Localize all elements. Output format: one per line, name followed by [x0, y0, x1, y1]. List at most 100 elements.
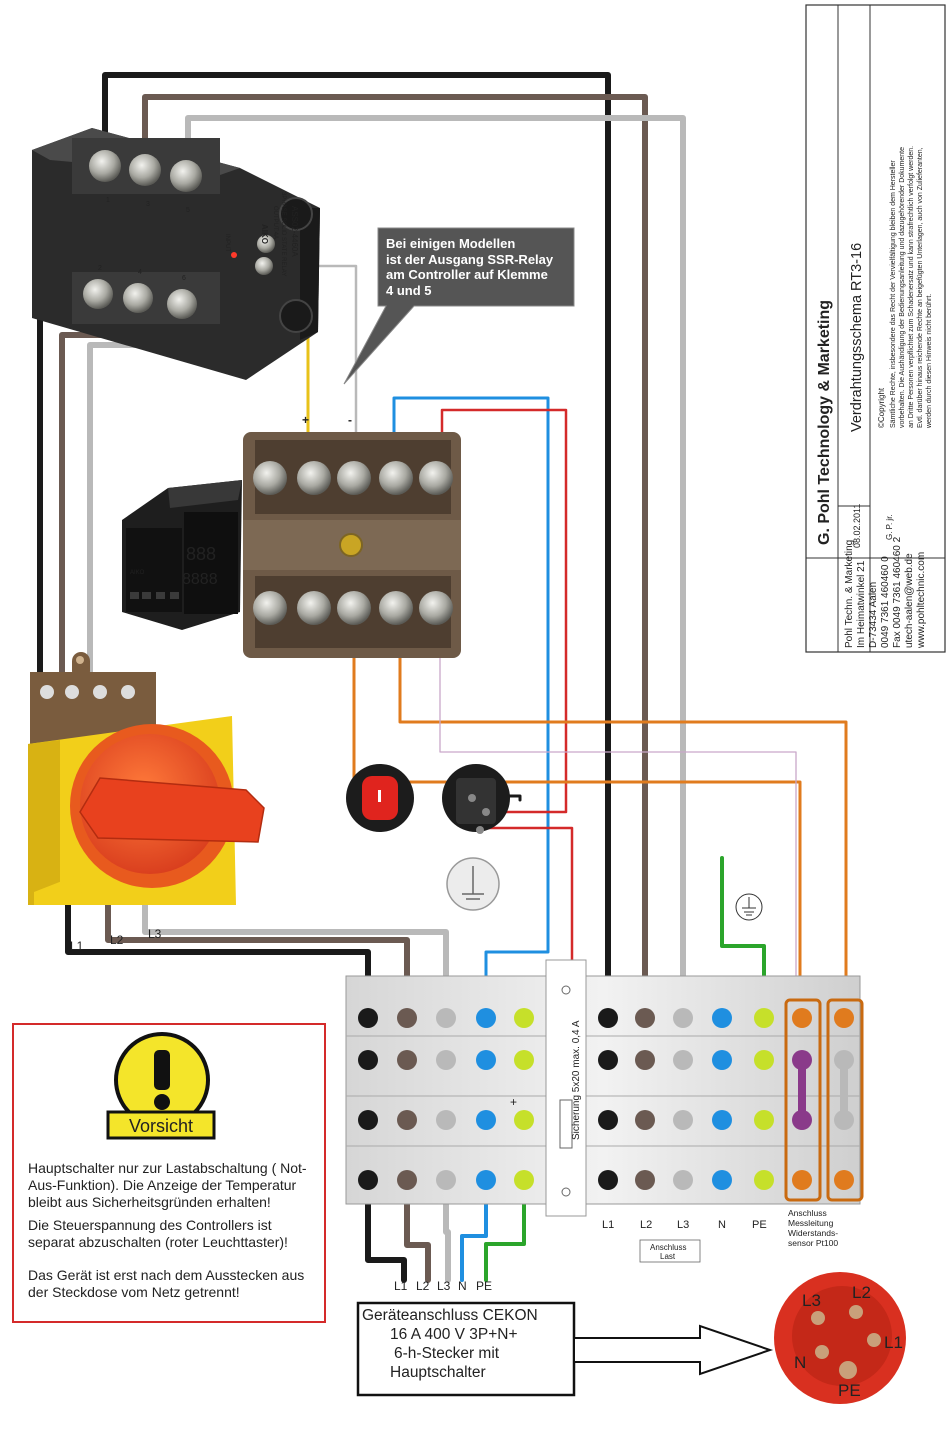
- drawing-title: Verdrahtungsschema RT3-16: [849, 243, 865, 432]
- control-switches: [346, 764, 763, 921]
- address-line: www.pohltechnic.com: [916, 552, 927, 649]
- plug-pe: PE: [838, 1381, 861, 1400]
- callout-text: Bei einigen Modellen ist der Ausgang SSR…: [386, 236, 576, 298]
- terminal-bottom-labels: L1 L2 L3 N PE Anschluss Last Anschluss M…: [394, 1208, 838, 1293]
- wire-orange-sensor-1: [352, 598, 802, 1002]
- controller-minus: -: [348, 413, 352, 427]
- switch-screw: [93, 685, 107, 699]
- device-connection-line: 6-h-Stecker mit: [394, 1345, 500, 1362]
- supply-label-l1: L1: [394, 1279, 408, 1293]
- plug-pin: [839, 1361, 857, 1379]
- title-block: G. Pohl Technology & Marketing Verdrahtu…: [805, 4, 946, 653]
- ssr-terminal-4: 4: [138, 269, 142, 276]
- switch-screw: [40, 685, 54, 699]
- copyright-line: werden durch diesen Hinweis nicht berühr…: [926, 294, 933, 429]
- socket-screw: [253, 461, 453, 625]
- ssr-terminal-1: 1: [106, 197, 110, 204]
- address-line: utech-aalen@web.de: [904, 553, 915, 648]
- cee-plug: L3 L2 L1 N PE: [774, 1272, 906, 1404]
- supply-label-n: N: [458, 1279, 467, 1293]
- device-connection-line: Hauptschalter: [390, 1364, 486, 1381]
- load-caption-1: Anschluss: [650, 1243, 686, 1252]
- callout-line: 4 und 5: [386, 282, 432, 298]
- plug-l3: L3: [802, 1291, 821, 1310]
- drawing-author: G. P. jr.: [885, 514, 894, 540]
- sensor-caption-2: Messleitung: [788, 1218, 834, 1228]
- plug-pin: [867, 1333, 881, 1347]
- switch-label-l2: L2: [110, 933, 124, 947]
- socket-center-screw: [339, 533, 363, 557]
- load-label-pe: PE: [752, 1219, 767, 1231]
- terminal-strip: Sicherung 5x20 max. 0,4 A + L1 L2 L3 N P…: [345, 959, 864, 1293]
- ssr-terminal-5: 5: [186, 207, 190, 214]
- wire-green-pe-ground: [720, 856, 766, 1002]
- copyright-line: Sämtliche Rechte, insbesondere das Recht…: [890, 160, 897, 428]
- address-block: Pohl Techn. & Marketing Im Heimatwinkel …: [844, 536, 927, 649]
- temperature-controller: 888 8888 AIKO: [122, 480, 242, 630]
- wire-red-switch-fuse: [480, 826, 574, 992]
- plug-l1: L1: [884, 1333, 903, 1352]
- fuse-plus: +: [510, 1095, 517, 1109]
- wire-purple-sensor: [439, 599, 797, 1006]
- company-name: G. Pohl Technology & Marketing: [816, 300, 833, 545]
- switch-label-l1: L1: [70, 939, 84, 953]
- address-line: Fax 0049 7361 460460 2: [892, 536, 903, 648]
- sensor-caption-1: Anschluss: [788, 1208, 827, 1218]
- ssr-input: INPUT: [224, 234, 230, 252]
- controller-display-sv: 8888: [182, 571, 218, 588]
- caution-text: Hauptschalter nur zur Lastabschaltung ( …: [28, 1160, 320, 1307]
- plug-n: N: [794, 1353, 806, 1372]
- device-connection-line: 16 A 400 V 3P+N+: [390, 1326, 518, 1343]
- fuse-holder: [545, 959, 587, 1217]
- wire-orange-sensor-2: [398, 598, 848, 1002]
- supply-label-l2: L2: [416, 1279, 430, 1293]
- sensor-caption-3: Widerstands-: [788, 1228, 838, 1238]
- caution-paragraph: Hauptschalter nur zur Lastabschaltung ( …: [28, 1160, 307, 1210]
- ssr-brand: AIKO: [260, 224, 269, 244]
- callout-bubble: [343, 227, 575, 385]
- caution-sign: Vorsicht: [106, 1032, 216, 1140]
- wire-brown-ssr-switch: [59, 297, 141, 691]
- plug-pin: [815, 1345, 829, 1359]
- controller-key[interactable]: [130, 592, 139, 599]
- device-connection-line: Geräteanschluss CEKON: [362, 1307, 538, 1324]
- load-caption-2: Last: [660, 1252, 676, 1261]
- ssr-print: ASS02-4460A 3PHASE SOLID STATE RELAY OUT…: [224, 192, 299, 276]
- switch-screw: [121, 685, 135, 699]
- controller-key[interactable]: [170, 592, 179, 599]
- controller-key[interactable]: [142, 592, 151, 599]
- device-connection-box: [356, 1301, 774, 1397]
- ssr-terminal-3: 3: [146, 201, 150, 208]
- switch-handle[interactable]: [79, 777, 265, 843]
- wire-black-l1-load: [102, 72, 611, 1173]
- caution-box: Hauptschalter nur zur Lastabschaltung ( …: [12, 1023, 326, 1323]
- address-line: Im Heimatwinkel 21: [856, 560, 867, 648]
- caution-paragraph: Die Steuerspannung des Controllers ist s…: [28, 1217, 288, 1250]
- load-label-l3: L3: [677, 1219, 689, 1231]
- load-label-l2: L2: [640, 1219, 652, 1231]
- ssr-led: [231, 252, 237, 258]
- plug-pin: [849, 1305, 863, 1319]
- switch-label-l3: L3: [148, 927, 162, 941]
- controller-key[interactable]: [156, 592, 165, 599]
- load-label-l1: L1: [602, 1219, 614, 1231]
- wire-green-pe-supply: [484, 1198, 526, 1282]
- callout-line: am Controller auf Klemme: [386, 267, 548, 282]
- copyright-block: ©Copyright Sämtliche Rechte, insbesonder…: [877, 146, 933, 429]
- copyright-label: ©Copyright: [877, 387, 886, 428]
- caution-sign-label: Vorsicht: [129, 1116, 193, 1136]
- earth-symbol-icon: [735, 893, 763, 921]
- main-switch: L1 L2 L3: [28, 652, 265, 953]
- ssr-terminal-6: 6: [182, 275, 186, 282]
- copyright-line: Evtl. darüber hinaus reichende Rechte an…: [917, 147, 924, 428]
- solid-state-relay: ASS02-4460A 3PHASE SOLID STATE RELAY OUT…: [32, 128, 320, 380]
- plug-l2: L2: [852, 1283, 871, 1302]
- ssr-terminal-2: 2: [98, 265, 102, 272]
- load-label-n: N: [718, 1219, 726, 1231]
- copyright-line: vorbehalten. Die Aushändigung der Bedien…: [899, 147, 906, 428]
- wire-brown-l2-load: [142, 94, 648, 1173]
- controller-plus: +: [302, 413, 309, 427]
- controller-display-pv: 888: [186, 544, 216, 564]
- callout-line: ist der Ausgang SSR-Relay: [386, 251, 554, 267]
